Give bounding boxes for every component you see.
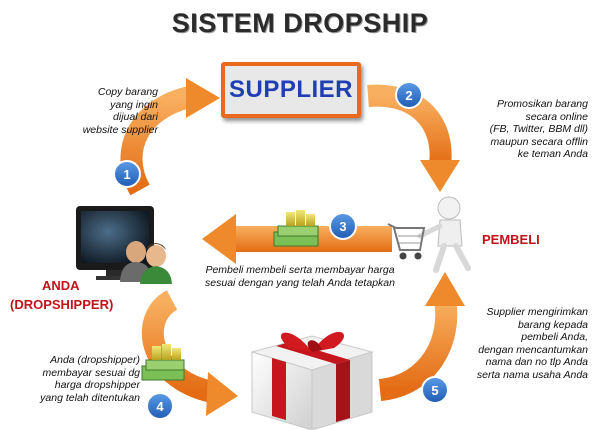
- step-5-note: Supplier mengirimkan barang kepada pembe…: [446, 306, 588, 381]
- step-4-line: yang telah ditentukan: [40, 391, 140, 404]
- step-badge-1-number: 1: [123, 167, 130, 182]
- gift-box-icon: [250, 331, 374, 430]
- step-1-line: Copy barang: [97, 86, 158, 98]
- step-5-line: serta nama usaha Anda: [476, 368, 588, 381]
- step-badge-5: 5: [421, 376, 449, 404]
- step-1-line: website supplier: [82, 123, 158, 136]
- step-5-line: barang kepada: [517, 318, 588, 331]
- step-2-note: Promosikan barang secara online (FB, Twi…: [448, 98, 588, 161]
- step-3-line: sesuai dengan yang telah Anda tetapkan: [205, 276, 395, 289]
- step-badge-3: 3: [329, 212, 357, 240]
- step-badge-2: 2: [395, 81, 423, 109]
- step-2-line: secara online: [525, 110, 588, 123]
- arrow-step-2: [367, 84, 460, 192]
- step-4-line: membayar sesuai dg: [42, 366, 140, 379]
- step-5-line: Supplier mengirimkan: [486, 306, 588, 318]
- step-badge-5-number: 5: [431, 383, 438, 398]
- step-3-line: Pembeli membeli serta membayar harga: [205, 264, 395, 276]
- step-5-line: nama dan no tlp Anda: [485, 356, 588, 368]
- supplier-box: SUPPLIER: [221, 62, 361, 118]
- step-3-note: Pembeli membeli serta membayar harga ses…: [178, 264, 422, 289]
- computer-users-icon: [76, 206, 172, 284]
- money-stack-icon-2: [141, 344, 185, 381]
- step-2-line: (FB, Twitter, BBM dll): [489, 123, 588, 135]
- step-2-line: ke teman Anda: [517, 148, 588, 160]
- step-5-line: dengan mencantumkan: [478, 343, 588, 356]
- step-badge-1: 1: [113, 160, 141, 188]
- arrow-step-5: [378, 272, 465, 401]
- money-stack-icon: [273, 210, 319, 247]
- step-badge-3-number: 3: [339, 219, 346, 234]
- supplier-label: SUPPLIER: [228, 76, 354, 103]
- step-badge-2-number: 2: [405, 88, 412, 103]
- diagram-title: SISTEM DROPSHIP: [171, 8, 429, 38]
- step-4-line: Anda (dropshipper): [50, 354, 140, 366]
- step-badge-4: 4: [146, 392, 174, 420]
- buyer-label: PEMBELI: [482, 232, 540, 247]
- dropshipper-label: (DROPSHIPPER): [10, 297, 114, 312]
- step-1-line: yang ingin: [110, 98, 158, 111]
- step-4-line: harga dropshipper: [54, 379, 140, 391]
- step-1-note: Copy barang yang ingin dijual dari websi…: [40, 86, 158, 136]
- step-5-line: pembeli Anda,: [521, 331, 588, 343]
- shopping-cart-person-icon: [387, 196, 471, 273]
- step-badge-4-number: 4: [156, 399, 164, 414]
- you-label: ANDA: [42, 278, 80, 293]
- step-2-line: maupun secara offlin: [490, 135, 588, 148]
- step-2-line: Promosikan barang: [496, 98, 588, 110]
- step-4-note: Anda (dropshipper) membayar sesuai dg ha…: [10, 354, 140, 404]
- step-1-line: dijual dari: [113, 111, 158, 123]
